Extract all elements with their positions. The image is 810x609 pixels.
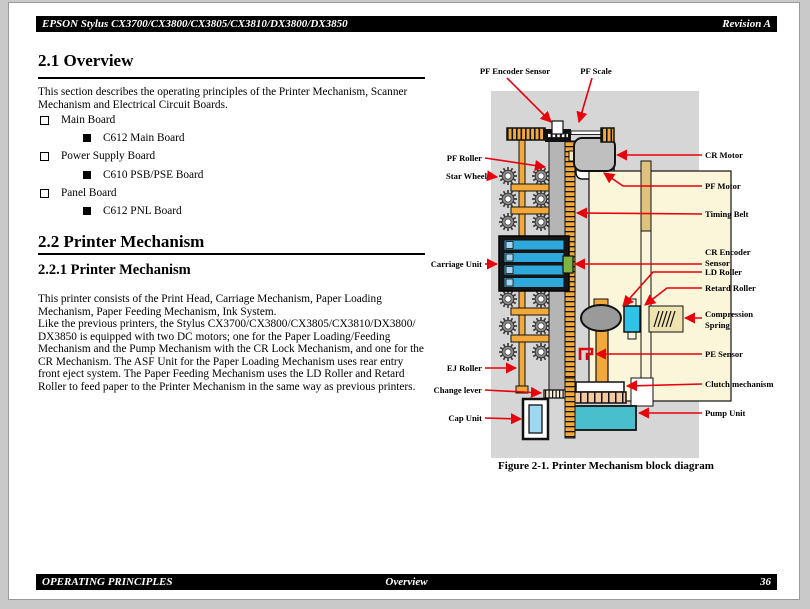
frame-shape bbox=[588, 170, 732, 402]
label-clutch-mechanism: Clutch mechanism bbox=[705, 379, 774, 389]
overview-intro: This section describes the operating pri… bbox=[38, 86, 408, 111]
header-revision: Revision A bbox=[722, 18, 771, 30]
label-compression: Compression bbox=[705, 309, 753, 319]
compression-spring-shape bbox=[648, 305, 684, 333]
top-roller-bar bbox=[506, 127, 546, 141]
footer-section: OPERATING PRINCIPLES bbox=[42, 576, 173, 588]
header-title: EPSON Stylus CX3700/CX3800/CX3805/CX3810… bbox=[42, 18, 348, 30]
section-heading-overview: 2.1 Overview bbox=[38, 51, 134, 70]
pe-sensor-shape bbox=[578, 347, 594, 360]
list-item: C612 PNL Board bbox=[38, 205, 425, 223]
cap-unit-inner bbox=[528, 404, 543, 434]
arrow-ld-roller bbox=[622, 271, 702, 307]
label-spring: Spring bbox=[705, 320, 731, 330]
cr-motor-shape bbox=[573, 137, 616, 172]
label-change-lever: Change lever bbox=[434, 385, 483, 395]
ld-roller-shape bbox=[580, 304, 622, 332]
arrow-timing-belt bbox=[575, 207, 703, 219]
label-pf-encoder-sensor: PF Encoder Sensor bbox=[480, 66, 550, 76]
arrow-pf-motor bbox=[603, 172, 702, 187]
square-bullet-icon bbox=[40, 152, 49, 162]
spring-coils bbox=[653, 310, 676, 328]
frame-notch bbox=[630, 377, 654, 407]
arrow-change-lever bbox=[484, 386, 543, 399]
list-item-label: Panel Board bbox=[61, 186, 117, 199]
list-item-label: C612 Main Board bbox=[103, 132, 185, 145]
label-pf-scale: PF Scale bbox=[580, 66, 612, 76]
heading-rule bbox=[38, 253, 425, 255]
label-cr-encoder-sensor: Sensor bbox=[705, 258, 730, 268]
clutch-mechanism-shape bbox=[567, 391, 627, 404]
clutch-top-bar bbox=[575, 381, 625, 393]
pinch-bar bbox=[510, 307, 554, 316]
label-cap-unit: Cap Unit bbox=[448, 413, 482, 423]
square-bullet-icon bbox=[40, 116, 49, 125]
retard-roller-shape bbox=[623, 305, 641, 333]
list-item: C610 PSB/PSE Board bbox=[38, 169, 425, 187]
square-bullet-icon bbox=[40, 188, 49, 198]
footer-chapter: Overview bbox=[385, 576, 428, 588]
square-bullet-filled-icon bbox=[83, 134, 91, 143]
arrow-retard-roller bbox=[644, 287, 702, 306]
label-pe-sensor: PE Sensor bbox=[705, 349, 743, 359]
arrow-pf-encoder-sensor bbox=[506, 77, 552, 123]
timing-belt-shape bbox=[564, 377, 576, 439]
arrow-pf-scale bbox=[576, 77, 593, 124]
square-bullet-filled-icon bbox=[83, 206, 91, 215]
subsection-heading: 2.2.1 Printer Mechanism bbox=[38, 262, 191, 278]
ld-roller-shaft bbox=[595, 327, 609, 391]
arrow-star-wheel bbox=[486, 170, 499, 182]
heading-rule bbox=[38, 77, 425, 79]
manual-page: EPSON Stylus CX3700/CX3800/CX3805/CX3810… bbox=[8, 2, 800, 600]
pump-unit-shape bbox=[570, 405, 637, 431]
label-timing-belt: Timing Belt bbox=[705, 209, 749, 219]
diagram-labels: PF Encoder Sensor PF Scale PF Roller Sta… bbox=[431, 66, 775, 423]
page-footer-bar: OPERATING PRINCIPLES Overview 36 bbox=[36, 574, 777, 590]
figure-caption: Figure 2-1. Printer Mechanism block diag… bbox=[498, 460, 714, 472]
pinch-bar bbox=[510, 183, 554, 192]
arrow-clutch-mechanism bbox=[625, 380, 703, 392]
list-item-label: C612 PNL Board bbox=[103, 204, 182, 217]
list-item: Power Supply Board bbox=[38, 150, 425, 168]
ej-roller-end bbox=[515, 385, 529, 394]
label-ej-roller: EJ Roller bbox=[447, 363, 482, 373]
label-star-wheel: Star Wheel bbox=[446, 171, 488, 181]
arrow-pf-roller bbox=[484, 157, 547, 172]
printer-mechanism-para2: Like the previous printers, the Stylus C… bbox=[38, 318, 424, 393]
section-heading-printer-mechanism: 2.2 Printer Mechanism bbox=[38, 232, 205, 251]
label-pf-motor: PF Motor bbox=[705, 181, 741, 191]
board-list: Main Board C612 Main Board Power Supply … bbox=[38, 114, 425, 223]
list-item: Panel Board bbox=[38, 187, 425, 205]
list-item-label: Main Board bbox=[61, 114, 116, 126]
label-carriage-unit: Carriage Unit bbox=[431, 259, 482, 269]
label-retard-roller: Retard Roller bbox=[705, 283, 756, 293]
label-pump-unit: Pump Unit bbox=[705, 408, 745, 418]
page-header-bar: EPSON Stylus CX3700/CX3800/CX3805/CX3810… bbox=[36, 16, 777, 32]
figure-2-1-diagram: PF Encoder Sensor PF Scale PF Roller Sta… bbox=[426, 56, 786, 466]
label-arrows bbox=[484, 77, 703, 425]
label-cr-motor: CR Motor bbox=[705, 150, 743, 160]
cr-encoder-sensor-shape bbox=[562, 255, 574, 274]
label-cr-encoder: CR Encoder bbox=[705, 247, 751, 257]
guide-shaft-post bbox=[640, 160, 652, 232]
list-item-label: C610 PSB/PSE Board bbox=[103, 168, 204, 181]
square-bullet-filled-icon bbox=[83, 170, 91, 179]
arrow-cap-unit bbox=[484, 413, 523, 425]
list-item: Main Board bbox=[38, 114, 425, 132]
pf-scale-shape bbox=[570, 130, 602, 135]
top-roller-bar bbox=[600, 127, 615, 143]
footer-page-number: 36 bbox=[760, 576, 771, 588]
pinch-bar bbox=[510, 206, 554, 215]
printer-mechanism-para1: This printer consists of the Print Head,… bbox=[38, 293, 382, 318]
pinch-bar bbox=[510, 334, 554, 343]
label-ld-roller: LD Roller bbox=[705, 267, 742, 277]
printer-mechanism-block-diagram: PF Encoder Sensor PF Scale PF Roller Sta… bbox=[431, 66, 775, 458]
pf-encoder-sensor-shape bbox=[551, 120, 564, 135]
list-item: C612 Main Board bbox=[38, 132, 425, 150]
label-pf-roller: PF Roller bbox=[447, 153, 482, 163]
list-item-label: Power Supply Board bbox=[61, 150, 156, 163]
